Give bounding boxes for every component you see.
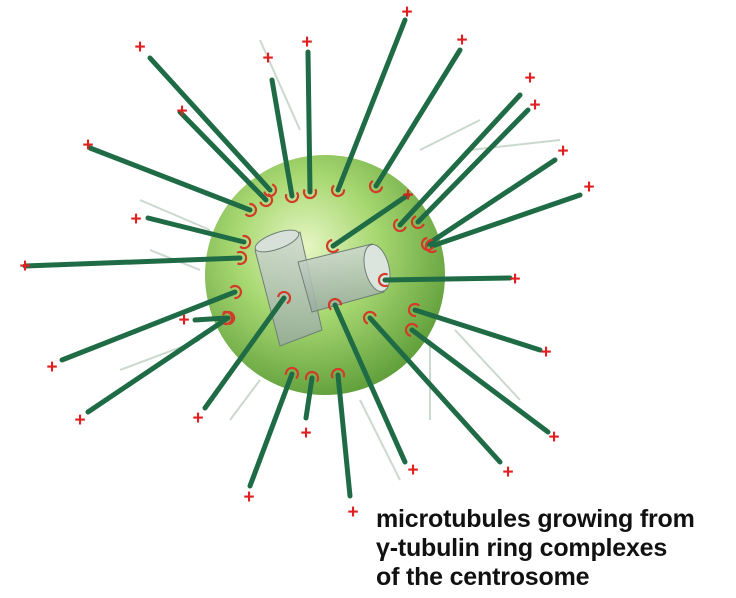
plus-end-markers: + + + + + + + + + + + + + + + + + + + + + + + + + + bbox=[19, 2, 594, 523]
plus-end-sign: + bbox=[502, 462, 513, 483]
gamma-tubulin-ring bbox=[326, 238, 340, 254]
gamma-tubulin-ring bbox=[229, 284, 243, 300]
microtubule bbox=[303, 375, 315, 421]
gamma-tubulin-ring bbox=[420, 236, 435, 252]
gamma-tubulin-ring bbox=[284, 366, 300, 380]
caption-line-3: of the centrosome bbox=[376, 563, 590, 591]
microtubule bbox=[335, 17, 408, 193]
gamma-tubulin-ring bbox=[284, 191, 300, 204]
gamma-tubulin-ring bbox=[263, 183, 278, 198]
background-microtubule bbox=[359, 399, 401, 481]
gamma-tubulin-ring bbox=[404, 322, 419, 337]
microtubule bbox=[335, 372, 353, 499]
microtubule bbox=[192, 315, 229, 323]
microtubule bbox=[177, 109, 269, 203]
plus-end-sign: + bbox=[456, 30, 467, 51]
background-microtubule bbox=[139, 199, 211, 231]
background-microtubule bbox=[229, 379, 261, 421]
microtubule bbox=[87, 145, 253, 213]
microtubule bbox=[202, 295, 287, 411]
gamma-tubulin-rings bbox=[221, 179, 438, 383]
gamma-tubulin-ring bbox=[259, 193, 274, 208]
figure-caption: microtubules growing from γ-tubulin ring… bbox=[376, 505, 695, 592]
plus-end-sign: + bbox=[176, 101, 187, 122]
gamma-tubulin-ring bbox=[330, 184, 346, 198]
microtubule bbox=[305, 49, 313, 195]
gamma-tubulin-ring bbox=[239, 234, 252, 250]
plus-end-sign: + bbox=[192, 408, 203, 429]
microtubule bbox=[382, 275, 513, 283]
plus-end-sign: + bbox=[300, 423, 311, 444]
plus-end-sign: + bbox=[401, 2, 412, 23]
plus-end-sign: + bbox=[557, 141, 568, 162]
plus-end-sign: + bbox=[509, 269, 520, 290]
plus-end-sign: + bbox=[347, 502, 358, 523]
gamma-tubulin-ring bbox=[304, 371, 320, 383]
gamma-tubulin-ring bbox=[222, 310, 234, 326]
centriole-vertical-end bbox=[254, 229, 300, 253]
microtubule bbox=[412, 307, 543, 353]
microtubule bbox=[415, 107, 531, 225]
caption-line-1: microtubules growing from bbox=[376, 505, 695, 533]
plus-end-sign: + bbox=[524, 68, 535, 89]
microtubule bbox=[269, 77, 295, 199]
plus-end-sign: + bbox=[407, 460, 418, 481]
plus-end-sign: + bbox=[134, 37, 145, 58]
plus-end-sign: + bbox=[178, 310, 189, 331]
background-microtubule bbox=[419, 119, 481, 151]
caption-line-2: γ-tubulin ring complexes bbox=[376, 534, 668, 562]
gamma-tubulin-ring bbox=[407, 302, 420, 318]
gamma-tubulin-ring bbox=[302, 188, 318, 200]
plus-end-sign: + bbox=[74, 410, 85, 431]
plus-end-sign: + bbox=[583, 177, 594, 198]
microtubule bbox=[85, 315, 231, 415]
microtubules bbox=[22, 17, 583, 499]
plus-end-sign: + bbox=[548, 427, 559, 448]
microtubule bbox=[332, 302, 408, 465]
microtubule bbox=[145, 215, 247, 245]
gamma-tubulin-ring bbox=[362, 310, 377, 325]
microtubule bbox=[373, 47, 463, 189]
microtubule bbox=[330, 192, 411, 249]
microtubule bbox=[409, 327, 551, 435]
gamma-tubulin-ring bbox=[277, 290, 292, 305]
plus-end-sign: + bbox=[82, 135, 93, 156]
microtubule bbox=[59, 289, 238, 363]
plus-end-sign: + bbox=[130, 209, 141, 230]
microtubule bbox=[147, 55, 273, 193]
plus-end-sign: + bbox=[262, 48, 273, 69]
gamma-tubulin-ring bbox=[330, 367, 346, 379]
microtubule bbox=[429, 192, 583, 249]
plus-end-sign: + bbox=[529, 95, 540, 116]
background-microtubule bbox=[259, 39, 301, 131]
microtubule bbox=[397, 92, 523, 228]
background-microtubule bbox=[454, 329, 521, 401]
microtubule bbox=[425, 157, 558, 247]
gamma-tubulin-ring bbox=[244, 202, 258, 218]
centriole-horizontal bbox=[297, 243, 385, 313]
plus-end-sign: + bbox=[301, 32, 312, 53]
microtubule bbox=[22, 255, 243, 269]
gamma-tubulin-ring bbox=[368, 179, 384, 194]
microtubule bbox=[367, 315, 503, 465]
gamma-tubulin-ring bbox=[424, 238, 438, 254]
plus-end-sign: + bbox=[402, 185, 413, 206]
background-microtubule bbox=[469, 139, 561, 151]
plus-end-sign: + bbox=[46, 357, 57, 378]
plus-end-sign: + bbox=[540, 342, 551, 363]
plus-end-sign: + bbox=[243, 487, 254, 508]
gamma-tubulin-ring bbox=[410, 215, 425, 230]
gamma-tubulin-ring bbox=[236, 250, 248, 266]
plus-end-sign: + bbox=[19, 256, 30, 277]
gamma-tubulin-ring bbox=[392, 218, 407, 233]
gamma-tubulin-ring bbox=[327, 297, 343, 311]
microtubule bbox=[247, 371, 295, 489]
gamma-tubulin-ring bbox=[377, 272, 389, 288]
